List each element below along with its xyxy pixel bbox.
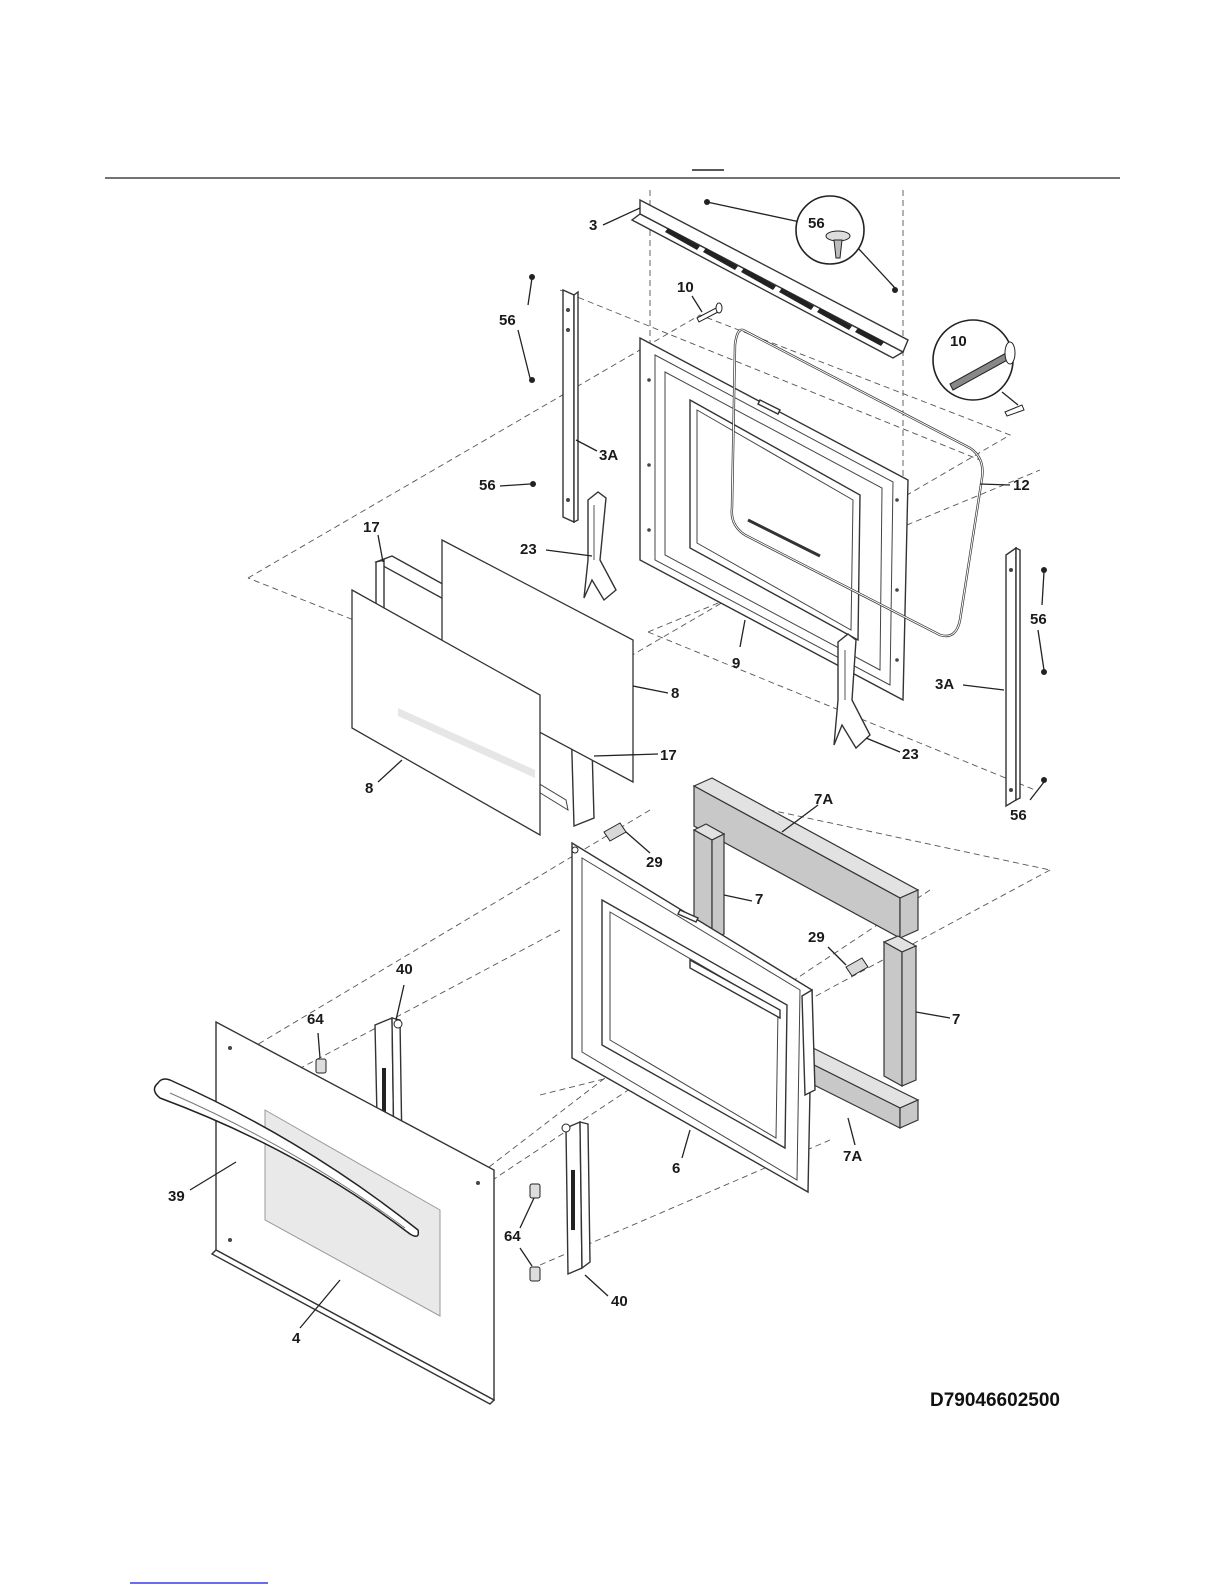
callout-64: 64	[504, 1228, 521, 1245]
insulation-block-7-right	[884, 936, 916, 1086]
callout-3a: 3A	[599, 447, 618, 464]
pin-29-left	[604, 823, 626, 841]
callout-7: 7	[755, 891, 763, 908]
top-vent-strip-part	[632, 200, 908, 358]
callout-39: 39	[168, 1188, 185, 1205]
outer-door-panel-4	[212, 1022, 494, 1404]
callout-7a: 7A	[843, 1148, 862, 1165]
left-side-trim-3a	[529, 274, 578, 522]
insulation-block-7a-top	[694, 778, 918, 938]
callout-3a: 3A	[935, 676, 954, 693]
callout-17: 17	[363, 519, 380, 536]
callout-56: 56	[808, 215, 825, 232]
callout-12: 12	[1013, 477, 1030, 494]
callout-64: 64	[307, 1011, 324, 1028]
callout-10: 10	[950, 333, 967, 350]
callout-23: 23	[520, 541, 537, 558]
clip-64-upper	[316, 1059, 326, 1073]
callout-56: 56	[479, 477, 496, 494]
callout-4: 4	[292, 1330, 301, 1347]
clip-64-lower	[530, 1267, 540, 1281]
callout-10: 10	[677, 279, 694, 296]
door-hinge-left	[584, 492, 616, 600]
callout-40: 40	[396, 961, 413, 978]
screw-detail-circle	[796, 196, 864, 264]
callout-7: 7	[952, 1011, 960, 1028]
bolt-detail-circle	[933, 320, 1024, 416]
drawing-code: D79046602500	[930, 1390, 1060, 1411]
callout-9: 9	[732, 655, 740, 672]
callout-8: 8	[365, 780, 373, 797]
callout-56: 56	[1010, 807, 1027, 824]
pin-29-right	[846, 958, 868, 976]
callout-56: 56	[1030, 611, 1047, 628]
clip-64-middle	[530, 1184, 540, 1198]
callout-3: 3	[589, 217, 597, 234]
callout-6: 6	[672, 1160, 680, 1177]
right-side-trim-3a	[1006, 548, 1047, 806]
callout-7a: 7A	[814, 791, 833, 808]
inner-door-panel-9	[640, 338, 908, 700]
callout-8: 8	[671, 685, 679, 702]
callout-40: 40	[611, 1293, 628, 1310]
callout-29: 29	[646, 854, 663, 871]
callout-29: 29	[808, 929, 825, 946]
callout-17: 17	[660, 747, 677, 764]
callout-23: 23	[902, 746, 919, 763]
hinge-bracket-40-lower	[562, 1122, 590, 1274]
callout-56: 56	[499, 312, 516, 329]
